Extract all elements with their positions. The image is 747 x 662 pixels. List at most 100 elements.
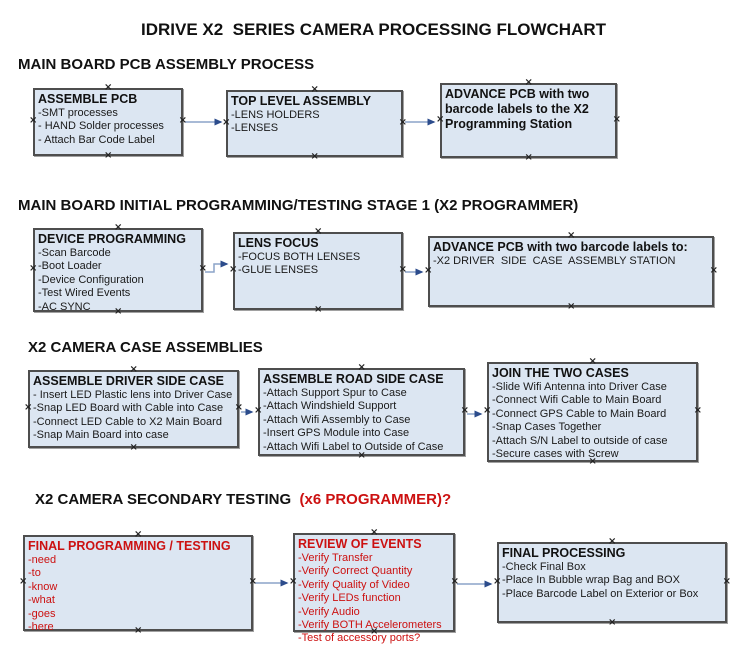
box-title: JOIN THE TWO CASES — [492, 366, 629, 380]
box-item-line: -FOCUS BOTH LENSES — [238, 251, 361, 263]
connection-point-icon: × — [29, 115, 38, 126]
box-item-line: -Place Barcode Label on Exterior or Box — [502, 587, 699, 600]
box-item-line: -Connect GPS Cable to Main Board — [492, 407, 667, 420]
connection-point-icon: × — [567, 230, 576, 241]
box-items: - Insert LED Plastic lens into Driver Ca… — [33, 389, 234, 443]
box-items: -Check Final Box-Place In Bubble wrap Ba… — [502, 561, 722, 601]
connection-point-icon: × — [314, 304, 323, 315]
connection-point-icon: × — [493, 575, 502, 587]
box-join-the-two-cases: × × × × JOIN THE TWO CASES -Slide Wifi A… — [483, 357, 702, 467]
connection-point-icon: × — [310, 151, 319, 162]
connection-point-icon: × — [588, 356, 597, 367]
connection-point-icon: × — [398, 116, 407, 128]
box-item-line: -Place In Bubble wrap Bag and BOX — [502, 574, 680, 587]
connection-point-icon: × — [134, 625, 143, 636]
connector-row2-box1-box2 — [205, 260, 229, 273]
connection-point-icon: × — [424, 264, 433, 276]
box-item-line: -need — [28, 554, 57, 566]
connection-point-icon: × — [19, 576, 28, 587]
section-heading-pcb-assembly: MAIN BOARD PCB ASSEMBLY PROCESS — [18, 56, 315, 73]
connection-point-icon: × — [114, 222, 123, 233]
box-item-line: -Insert GPS Module into Case — [263, 427, 410, 440]
box-item-line: -Boot Loader — [38, 260, 102, 273]
page-title: IDRIVE X2 SERIES CAMERA PROCESSING FLOWC… — [140, 20, 607, 39]
box-item-line: -Verify BOTH Accelerometers — [298, 619, 442, 632]
section-heading-case-assemblies: X2 CAMERA CASE ASSEMBLIES — [28, 339, 263, 356]
box-device-programming: × × × × DEVICE PROGRAMMING -Scan Barcode… — [29, 223, 207, 317]
connection-point-icon: × — [370, 527, 379, 538]
connection-point-icon: × — [460, 405, 469, 416]
box-assemble-pcb: × × × × ASSEMBLE PCB -SMT processes- HAN… — [29, 83, 187, 161]
box-item-line: -GLUE LENSES — [238, 264, 319, 277]
connection-point-icon: × — [129, 442, 138, 453]
connection-point-icon: × — [588, 456, 597, 467]
box-assemble-road-side-case: × × × × ASSEMBLE ROAD SIDE CASE -Attach … — [254, 363, 469, 461]
box-item-line: -here — [28, 621, 54, 634]
box-item-line: -goes — [28, 607, 56, 620]
box-items: -need-to-know-what-goes-here — [28, 554, 248, 634]
connection-point-icon: × — [178, 115, 187, 126]
connection-point-icon: × — [314, 226, 323, 237]
box-item-line: -Attach Windshield Support — [263, 400, 397, 413]
connection-point-icon: × — [114, 306, 123, 317]
box-item-line: -AC SYNC — [38, 300, 91, 313]
heading-red-part: (x6 PROGRAMMER)? — [295, 491, 452, 508]
connection-point-icon: × — [248, 576, 257, 587]
box-item-line: - Attach Bar Code Label — [38, 133, 155, 146]
section-heading-initial-programming: MAIN BOARD INITIAL PROGRAMMING/TESTING S… — [18, 197, 579, 214]
box-items: -LENS HOLDERS-LENSES — [231, 109, 398, 136]
box-item-line: - HAND Solder processes — [38, 120, 164, 133]
box-item-line: -Verify Quality of Video — [298, 578, 410, 591]
connection-point-icon: × — [722, 575, 731, 587]
box-item-line: -Secure cases with Screw — [492, 448, 619, 461]
box-item-line: -Slide Wifi Antenna into Driver Case — [492, 381, 667, 393]
connection-point-icon: × — [450, 575, 459, 587]
connection-point-icon: × — [310, 84, 319, 95]
connection-point-icon: × — [567, 301, 576, 312]
connection-point-icon: × — [357, 362, 366, 373]
connection-point-icon: × — [436, 113, 445, 125]
box-item-line: -to — [28, 567, 41, 580]
box-title: ASSEMBLE PCB — [38, 92, 138, 106]
box-item-line: -Attach Wifi Label to Outside of Case — [263, 440, 444, 453]
box-final-programming-testing: × × × × FINAL PROGRAMMING / TESTING -nee… — [19, 530, 257, 636]
box-item-line: -LENS HOLDERS — [231, 109, 320, 121]
box-item-line: -Snap Cases Together — [492, 421, 602, 434]
box-item-line: -Verify Audio — [298, 605, 360, 618]
box-items: -Verify Transfer-Verify Correct Quantity… — [298, 552, 450, 646]
box-advance-pcb-driver-side-station: × × × × ADVANCE PCB with two barcode lab… — [424, 231, 718, 312]
section-heading-secondary-testing: X2 CAMERA SECONDARY TESTING (x6 PROGRAMM… — [35, 491, 451, 508]
box-items: -Attach Support Spur to Case-Attach Wind… — [263, 387, 460, 454]
connection-point-icon: × — [29, 263, 38, 274]
connection-point-icon: × — [289, 575, 298, 587]
box-item-line: -Device Configuration — [38, 273, 144, 286]
connection-point-icon: × — [234, 402, 243, 413]
box-items: -Scan Barcode-Boot Loader-Device Configu… — [38, 247, 198, 314]
connection-point-icon: × — [608, 536, 617, 547]
connection-point-icon: × — [693, 405, 702, 416]
connection-point-icon: × — [524, 152, 533, 163]
box-items: -X2 DRIVER SIDE CASE ASSEMBLY STATION — [433, 255, 709, 268]
box-title: TOP LEVEL ASSEMBLY — [231, 94, 372, 108]
box-item-line: -SMT processes — [38, 107, 118, 119]
connection-point-icon: × — [612, 113, 621, 125]
connection-point-icon: × — [24, 402, 33, 413]
box-item-line: -Scan Barcode — [38, 247, 111, 259]
box-title: REVIEW OF EVENTS — [298, 537, 422, 551]
box-final-processing: × × × × FINAL PROCESSING -Check Final Bo… — [493, 537, 731, 628]
box-item-line: -Connect Wifi Cable to Main Board — [492, 394, 662, 407]
connection-point-icon: × — [483, 405, 492, 416]
box-item-line: -Verify Transfer — [298, 552, 373, 564]
box-title: ASSEMBLE DRIVER SIDE CASE — [33, 374, 225, 388]
box-item-line: -X2 DRIVER SIDE CASE ASSEMBLY STATION — [433, 255, 676, 267]
connection-point-icon: × — [524, 77, 533, 88]
box-items: -SMT processes- HAND Solder processes- A… — [38, 107, 178, 147]
box-item-line: -Snap Main Board into case — [33, 429, 169, 442]
connection-point-icon: × — [398, 264, 407, 275]
box-title: ADVANCE PCB with two barcode labels to t… — [445, 87, 590, 131]
box-top-level-assembly: × × × × TOP LEVEL ASSEMBLY -LENS HOLDERS… — [222, 85, 407, 162]
connection-point-icon: × — [129, 364, 138, 375]
connection-point-icon: × — [229, 264, 238, 275]
box-item-line: -Connect LED Cable to X2 Main Board — [33, 415, 222, 428]
